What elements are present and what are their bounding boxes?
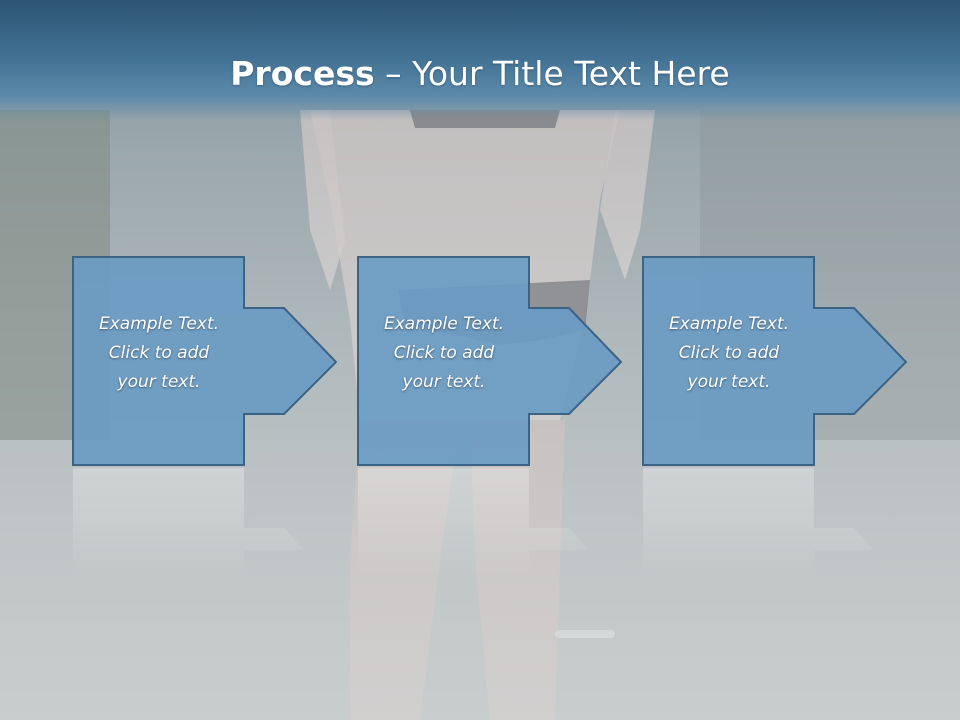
step-reflection	[357, 468, 622, 578]
title-bold-part: Process	[230, 54, 375, 93]
slide-title[interactable]: Process – Your Title Text Here	[0, 52, 960, 96]
process-step-2[interactable]: Example Text. Click to add your text.	[357, 256, 622, 578]
title-rest-part: – Your Title Text Here	[374, 54, 730, 93]
process-step-3[interactable]: Example Text. Click to add your text.	[642, 256, 907, 578]
step-text[interactable]: Example Text. Click to add your text.	[76, 310, 242, 397]
process-step-1[interactable]: Example Text. Click to add your text.	[72, 256, 337, 578]
step-text-line-1: Example Text.	[383, 314, 505, 334]
step-text-line-2: Click to add	[108, 343, 210, 363]
step-text-line-2: Click to add	[678, 343, 780, 363]
step-reflection	[72, 468, 337, 578]
step-text-line-1: Example Text.	[98, 314, 220, 334]
step-arrow-shape	[72, 256, 337, 466]
title-bar	[0, 0, 960, 120]
step-text[interactable]: Example Text. Click to add your text.	[646, 310, 812, 397]
step-arrow-shape	[642, 256, 907, 466]
step-text-line-3: your text.	[117, 372, 201, 392]
step-arrow-shape	[357, 256, 622, 466]
step-reflection	[642, 468, 907, 578]
step-text-line-3: your text.	[402, 372, 486, 392]
step-text-line-1: Example Text.	[668, 314, 790, 334]
step-text[interactable]: Example Text. Click to add your text.	[361, 310, 527, 397]
step-text-line-2: Click to add	[393, 343, 495, 363]
step-text-line-3: your text.	[687, 372, 771, 392]
